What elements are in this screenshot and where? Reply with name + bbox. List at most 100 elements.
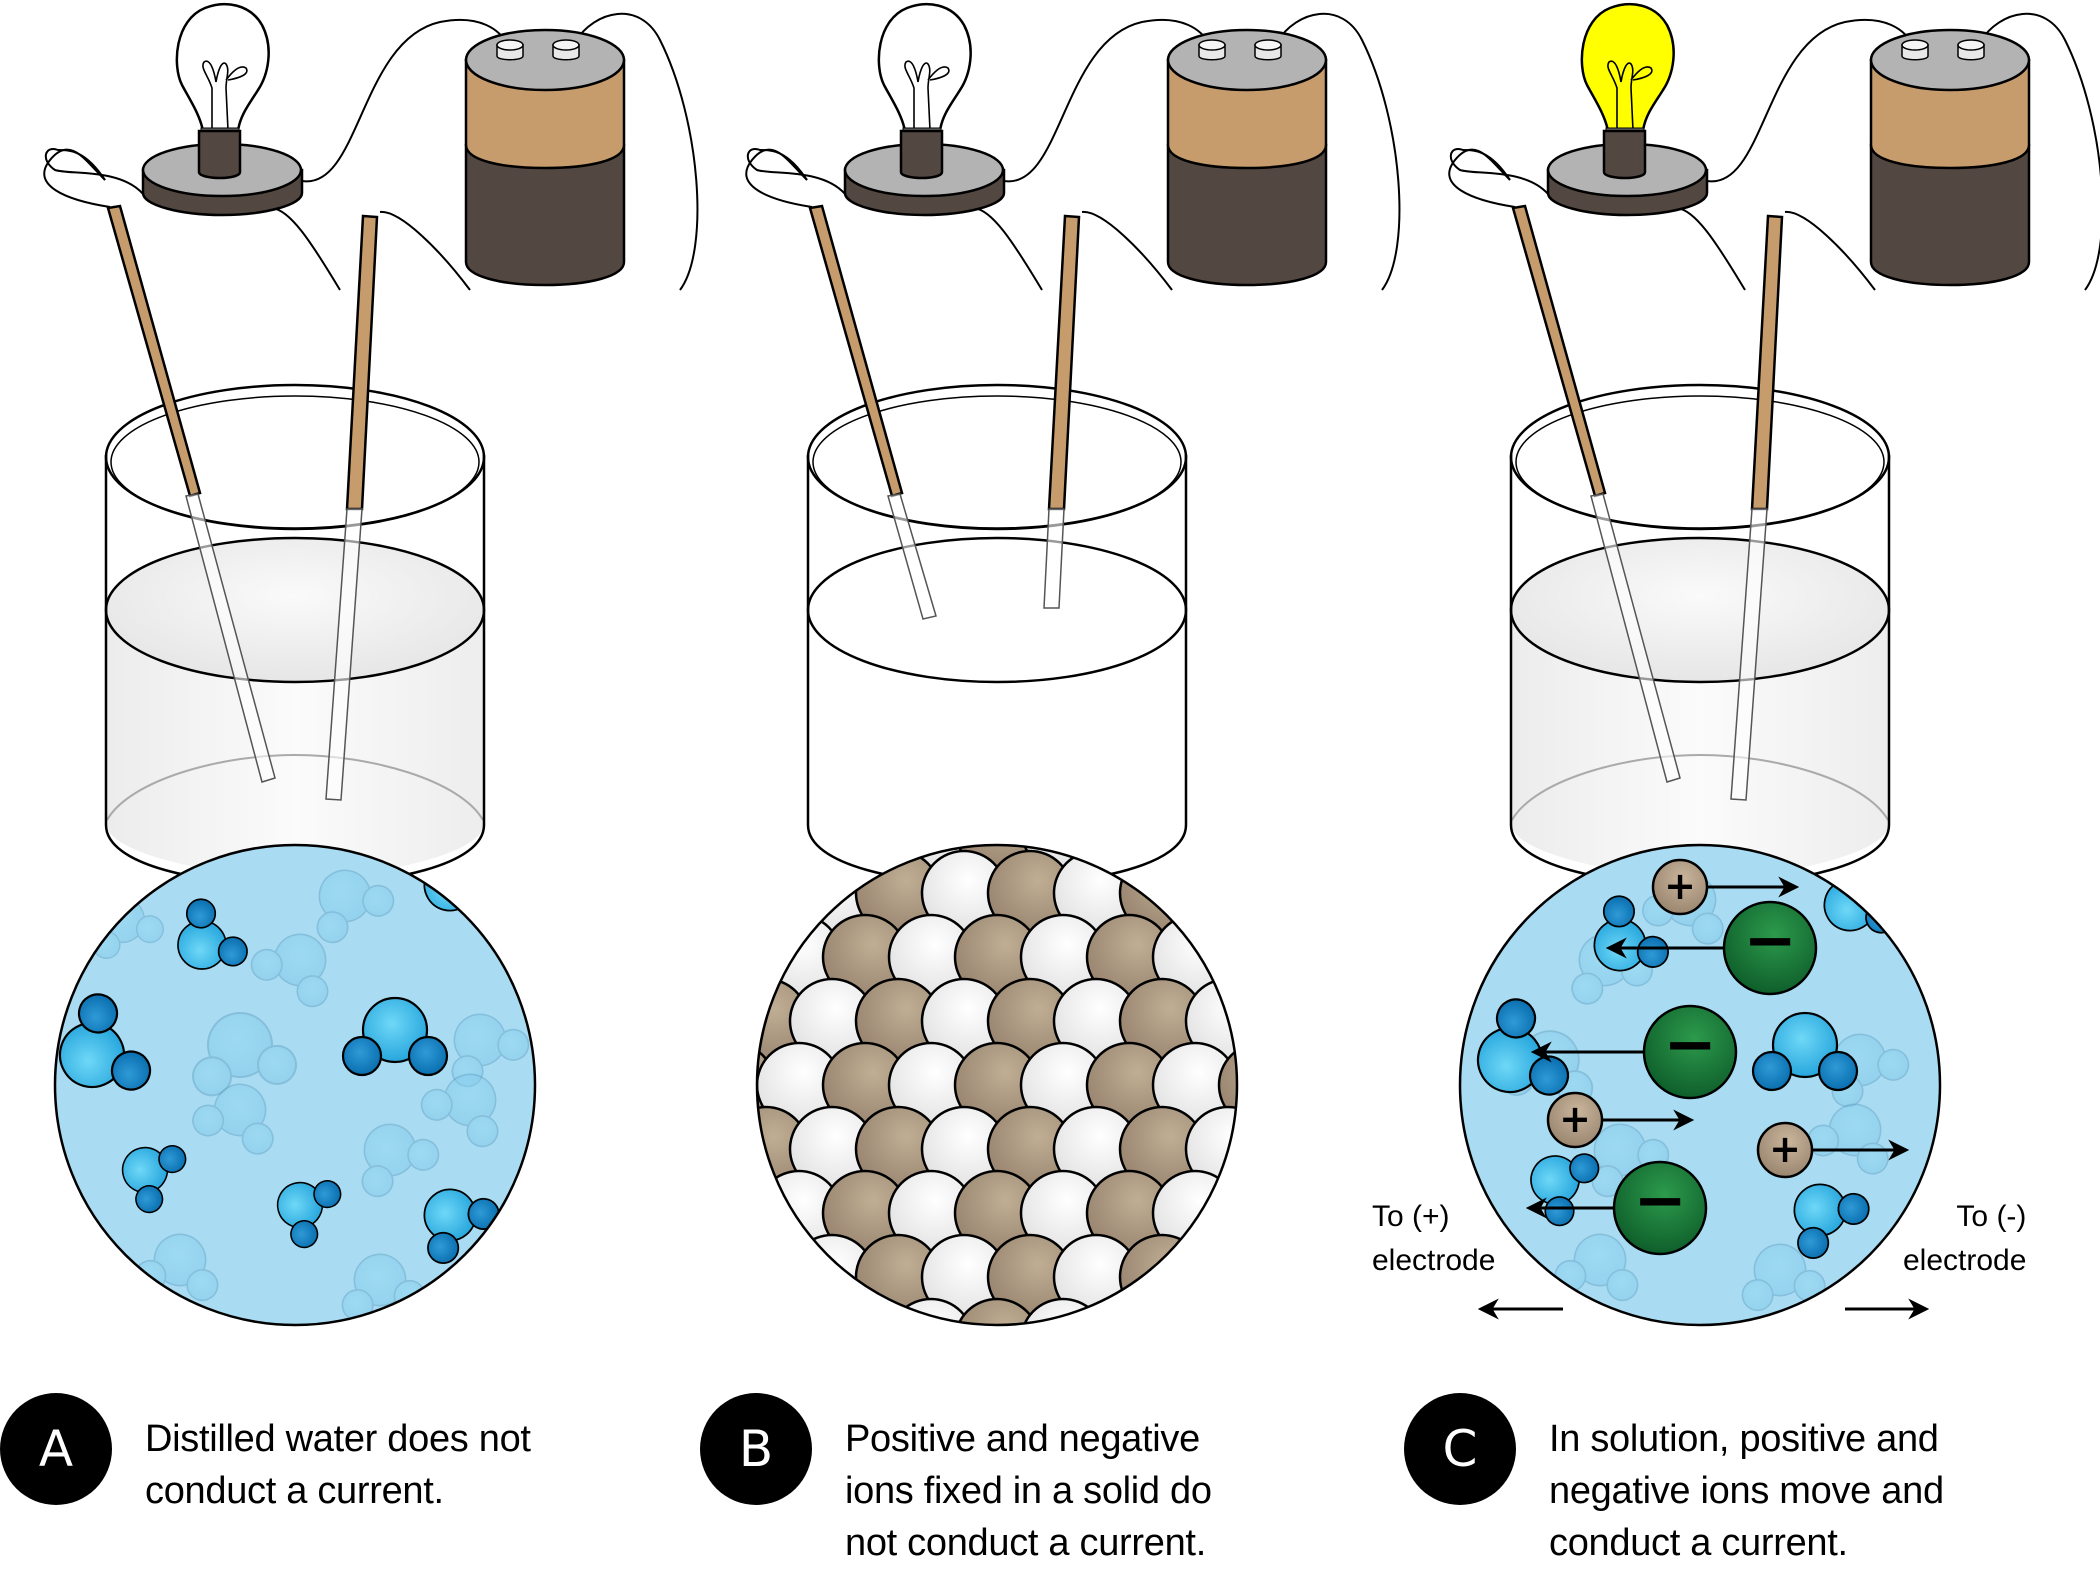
electrode-left-submerged [1590, 493, 1681, 783]
cation-sphere [1217, 845, 1237, 873]
oxygen-atom [276, 1181, 324, 1229]
cation-sphere [757, 849, 810, 937]
battery-top [464, 28, 626, 92]
hydrogen-atom [1877, 1048, 1910, 1081]
panel-a [43, 2, 699, 1327]
hydrogen-atom [1602, 895, 1636, 928]
label-line: electrode [1372, 1244, 1496, 1277]
cation-sphere [953, 1297, 1041, 1325]
oxygen-atom [213, 1083, 267, 1137]
anion-sphere [1285, 1171, 1369, 1255]
hydrogen-atom [313, 1180, 342, 1209]
cation-sphere [757, 1169, 777, 1257]
label-line: To (-) [1956, 1200, 2027, 1233]
caption-line: conduct a current. [145, 1470, 444, 1512]
cation-sphere [1252, 1491, 1336, 1573]
wire-electrode-to-bulb [746, 148, 846, 195]
wire-battery-to-electrode [1081, 13, 1401, 291]
beaker-rim-inner [110, 395, 480, 529]
cation-sphere [691, 659, 775, 743]
water-molecule-background [1591, 1123, 1670, 1198]
electrodes [1511, 204, 1784, 801]
minus-sign-icon: − [1633, 1164, 1687, 1238]
water-molecule [1751, 1011, 1859, 1092]
anion-sphere [1318, 1363, 1402, 1447]
beaker-bottom-line [106, 753, 484, 821]
electrode-left [106, 204, 202, 498]
electrode-left [808, 204, 904, 498]
magnified-view-border [755, 843, 1239, 1327]
bulb-filament [202, 60, 248, 131]
water-molecule-background [1741, 1243, 1826, 1312]
anion-sphere [526, 979, 610, 1063]
anion-ion: − [1722, 900, 1818, 996]
anion-sphere [625, 531, 709, 615]
panel-badge-a: A [0, 1393, 112, 1505]
hydrogen-atom [158, 1145, 187, 1174]
anion-sphere [1285, 915, 1369, 999]
cation-sphere [1219, 531, 1303, 615]
hydrogen-atom [257, 1044, 298, 1085]
caption-a: A Distilled water does not conduct a cur… [0, 1393, 531, 1517]
beaker [1509, 383, 1891, 887]
caption-text-a: Distilled water does not conduct a curre… [145, 1413, 531, 1517]
beaker-rim-inner [1515, 395, 1885, 529]
cation-sphere [592, 723, 676, 807]
oxygen-atom [207, 1012, 273, 1078]
cation-sphere [559, 1299, 643, 1383]
anion-sphere [526, 1491, 610, 1573]
electrode-right-submerged [1730, 508, 1768, 801]
ion-sphere [1756, 1121, 1814, 1179]
beaker-rim-outer [806, 383, 1188, 531]
to-negative-electrode-label: To (-) electrode [1903, 1195, 2026, 1283]
cation-sphere [592, 1235, 676, 1319]
ion-sphere [1612, 1160, 1708, 1256]
minus-sign-icon: − [1743, 904, 1797, 978]
electrode-left-submerged [185, 493, 276, 783]
cation-sphere [559, 1043, 643, 1127]
plus-sign-icon: + [1769, 1127, 1801, 1171]
light-bulb-off-icon [141, 2, 304, 217]
anion-sphere [658, 979, 742, 1063]
cation-sphere [559, 531, 643, 615]
cation-sphere [757, 913, 777, 1001]
caption-line: negative ions move and [1549, 1470, 1944, 1512]
hydrogen-atom [290, 1220, 319, 1249]
anion-sphere [1318, 1491, 1402, 1573]
anion-sphere [1019, 1297, 1107, 1325]
plus-sign-icon: + [1664, 864, 1696, 908]
anion-sphere [625, 1171, 709, 1255]
anion-sphere [625, 787, 709, 871]
cation-sphere [1351, 787, 1435, 871]
panel-badge-c: C [1404, 1393, 1516, 1505]
liquid-surface [104, 536, 486, 684]
caption-text-b: Positive and negative ions fixed in a so… [845, 1413, 1212, 1569]
wires [745, 13, 1401, 291]
magnified-view-border [1458, 843, 1942, 1327]
electrode-right [1047, 214, 1081, 511]
water-molecule-background [192, 1083, 274, 1155]
electrode-right [1750, 214, 1784, 511]
terminal-cap [1254, 39, 1282, 51]
wire-electrode-to-bulb [1449, 148, 1549, 195]
anion-sphere [1417, 787, 1501, 871]
anion-sphere [493, 531, 577, 615]
wire-bulb-to-battery [1706, 18, 1914, 183]
anion-ion: − [1612, 1160, 1708, 1256]
electrodes [106, 204, 379, 801]
ion-sphere [1546, 1091, 1604, 1149]
oxygen-atom [363, 1123, 417, 1177]
hydrogen-atom [110, 1050, 152, 1091]
cation-sphere [1351, 1299, 1435, 1383]
cation-sphere [691, 531, 775, 615]
cation-sphere [1252, 1107, 1336, 1191]
hydrogen-atom [362, 884, 395, 917]
hydrogen-atom [185, 898, 217, 929]
bulb-filament [1607, 60, 1653, 131]
ion-sphere [1722, 900, 1818, 996]
cation-sphere [592, 595, 676, 679]
water-molecule [58, 993, 152, 1091]
hydrogen-atom [192, 1056, 233, 1097]
hydrogen-atom [497, 1028, 530, 1061]
battery-top [1869, 28, 2031, 92]
